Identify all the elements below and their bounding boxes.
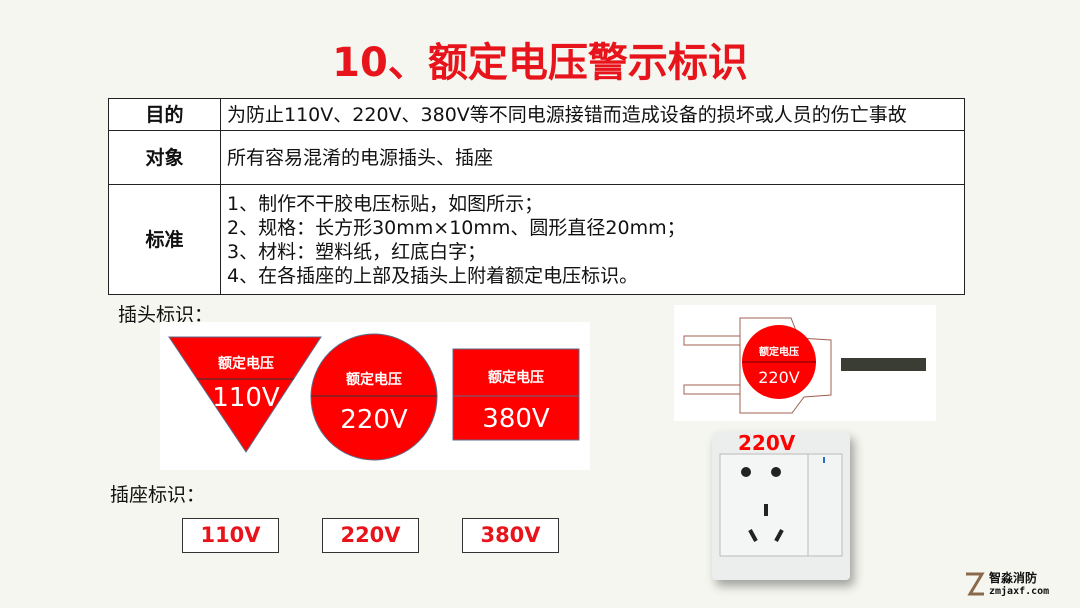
row-content: 为防止110V、220V、380V等不同电源接错而造成设备的损坏或人员的伤亡事故 <box>220 98 965 131</box>
socket-svg: 220V <box>719 431 843 557</box>
standard-item: 1、制作不干胶电压标贴，如图所示； <box>227 192 544 215</box>
sign-top-text: 额定电压 <box>488 369 544 386</box>
plug-image: 额定电压 220V <box>674 305 936 421</box>
logo-icon <box>966 572 985 596</box>
sign-value: 110V <box>212 383 280 413</box>
table-row: 标准 1、制作不干胶电压标贴，如图所示； 2、规格：长方形30mm×10mm、圆… <box>108 184 965 295</box>
row-label: 对象 <box>108 130 221 185</box>
sticker-value: 220V <box>758 368 800 387</box>
row-content: 1、制作不干胶电压标贴，如图所示； 2、规格：长方形30mm×10mm、圆形直径… <box>220 184 965 295</box>
plug-signs-svg: 额定电压 110V 额定电压 220V 额定电压 380V <box>168 333 580 461</box>
circle-sign <box>310 333 438 461</box>
watermark-url: zmjaxf.com <box>989 586 1050 597</box>
watermark-name: 智淼消防 <box>989 571 1038 585</box>
row-label: 标准 <box>108 184 221 295</box>
standards-table: 目的为防止110V、220V、380V等不同电源接错而造成设备的损坏或人员的伤亡… <box>108 98 965 295</box>
watermark: 智淼消防 zmjaxf.com <box>962 572 1049 598</box>
plug-signs-image: 额定电压 110V 额定电压 220V 额定电压 380V <box>160 322 590 470</box>
socket-sign-220v: 220V <box>322 518 419 553</box>
standard-item: 2、规格：长方形30mm×10mm、圆形直径20mm； <box>227 216 686 239</box>
socket-sign-110v: 110V <box>182 518 279 553</box>
sign-value: 220V <box>340 405 408 435</box>
socket-label: 插座标识： <box>110 484 206 506</box>
plug-svg: 额定电压 220V <box>683 317 926 414</box>
rectangle-sign <box>452 348 580 441</box>
sticker-top-text: 额定电压 <box>759 345 799 358</box>
sign-value: 380V <box>482 404 550 434</box>
row-label: 目的 <box>108 98 221 131</box>
socket-sign-380v: 380V <box>462 518 559 553</box>
table-row: 目的为防止110V、220V、380V等不同电源接错而造成设备的损坏或人员的伤亡… <box>108 98 965 131</box>
standard-item: 3、材料：塑料纸，红底白字； <box>227 240 487 263</box>
socket-voltage-text: 220V <box>738 432 796 455</box>
table-row: 对象所有容易混淆的电源插头、插座 <box>108 130 965 185</box>
plug-label: 插头标识： <box>118 304 214 326</box>
socket-image: 220V <box>712 431 850 580</box>
sign-top-text: 额定电压 <box>346 371 402 388</box>
triangle-sign <box>168 336 322 453</box>
page-title: 10、额定电压警示标识 <box>332 40 748 86</box>
sign-top-text: 额定电压 <box>218 355 274 372</box>
row-content: 所有容易混淆的电源插头、插座 <box>220 130 965 185</box>
standard-item: 4、在各插座的上部及插头上附着额定电压标识。 <box>227 264 639 287</box>
